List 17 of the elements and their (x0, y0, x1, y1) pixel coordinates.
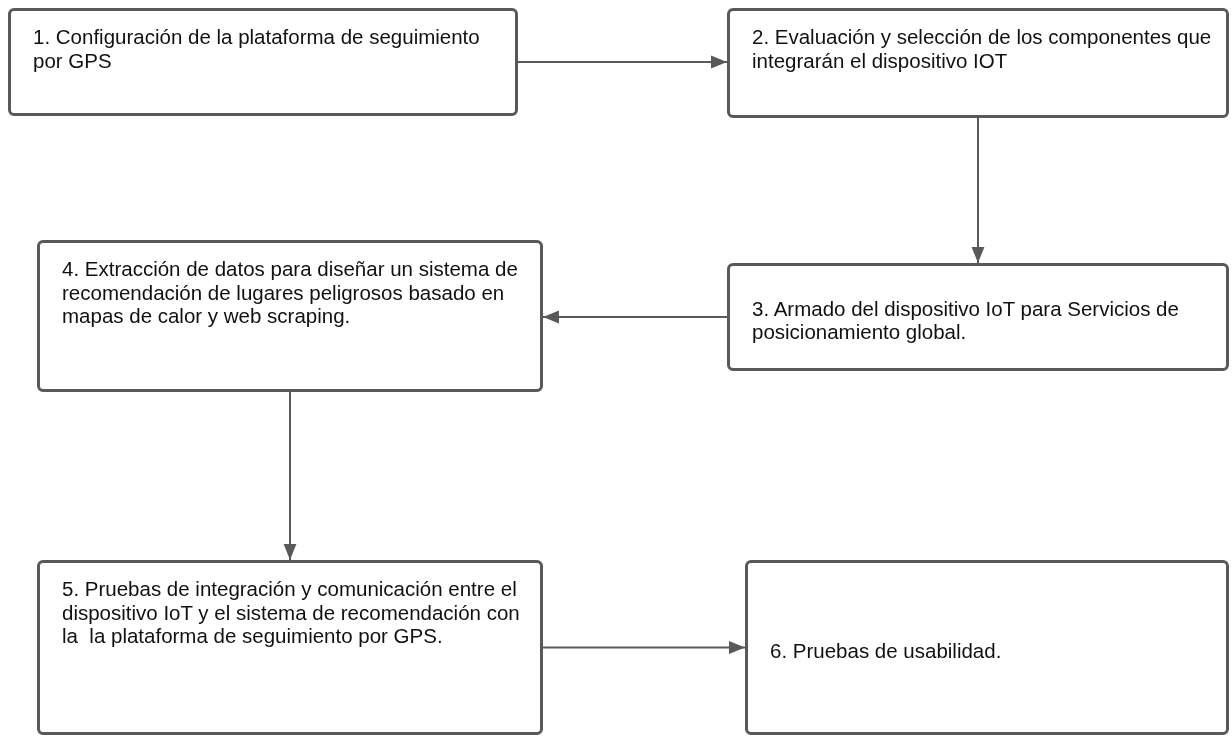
step-text: 1. Configuración de la plataforma de seguimiento por GPS (33, 25, 481, 72)
arrow (542, 310, 728, 324)
process-box (37, 560, 543, 735)
process-box (8, 8, 518, 116)
step-text: 4. Extracción de datos para diseñar un sistema de recomendación de lugares peligrosos basado en mapas de calor y web scraping. (62, 257, 519, 328)
arrow (517, 55, 728, 69)
process-box (37, 240, 543, 392)
step-text: 6. Pruebas de usabilidad. (770, 638, 1002, 663)
step-text: 3. Armado del dispositivo IoT para Servicios de posicionamiento global. (752, 296, 1180, 344)
arrow (283, 391, 297, 561)
arrow (542, 641, 746, 654)
step-text: 2. Evaluación y selección de los componentes que integrarán el dispositivo IOT (752, 25, 1213, 72)
step-text: 5. Pruebas de integración y comunicación entre el dispositivo IoT y el sistema de recomendación con la la plataforma de seguimiento por GPS. (62, 577, 521, 648)
process-box (727, 263, 1229, 371)
process-box (727, 8, 1229, 118)
arrow (971, 117, 985, 264)
process-box (745, 560, 1229, 735)
